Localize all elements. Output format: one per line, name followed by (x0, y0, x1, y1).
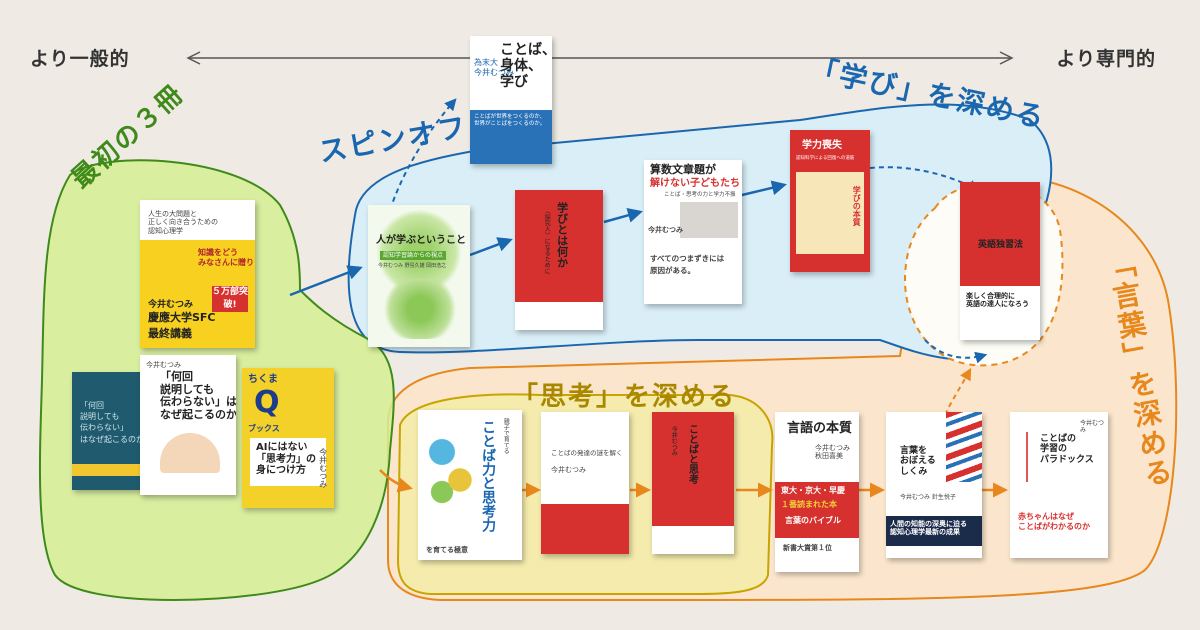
hito-leaves-lower (380, 279, 460, 339)
keio-title-line1: 慶應大学SFC (148, 311, 216, 324)
kotoba-shikou-author: 今井むつみ (670, 426, 678, 456)
sansu-tagline1: すべてのつまずきには (650, 254, 725, 263)
sansu-title1: 算数文章題が (650, 163, 716, 176)
book-chikuma[interactable]: ちくま Q ブックス AIにはない 「思考力」の 身につけ方 今井むつみ (242, 368, 334, 508)
hito-title: 人が学ぶということ (376, 235, 466, 246)
gengo-banner1: 東大・京大・早慶 (781, 486, 845, 495)
paradox-scribble (1018, 432, 1038, 482)
keio-title-line2: 最終講義 (148, 327, 192, 340)
oboeru-ribbons (946, 412, 982, 482)
paradox-tagline: 赤ちゃんはなぜ ことばがわかるのか (1018, 512, 1090, 531)
book-sansu-bunshoudai[interactable]: 算数文章題が 解けない子どもたち ことば・思考の力と学力不振 今井むつみ すべて… (644, 160, 742, 304)
book-kotoba-gakushuu-paradox[interactable]: 今井むつみ ことばの 学習の パラドックス 赤ちゃんはなぜ ことばがわかるのか (1010, 412, 1108, 558)
gakuryoku-sub: 認知科学による回復への道筋 (796, 156, 855, 161)
oboeru-authors: 今井むつみ 針生悦子 (900, 494, 956, 501)
kotoba-shintai-authors: 為末大 今井むつみ (474, 58, 514, 77)
manabi-nanika-footer (515, 302, 603, 330)
keio-top-text: 人生の大問題と 正しく向き合うための 認知心理学 (148, 210, 218, 235)
eigo-tagline: 楽しく合理的に 英語の達人になろう (966, 292, 1029, 309)
book-keio-sfc[interactable]: 人生の大問題と 正しく向き合うための 認知心理学 知識をどう みなさんに贈ります… (140, 200, 255, 348)
manabi-nanika-sub: 〈探究人〉になるために (543, 208, 551, 274)
kotobaryoku-sub: 親子で育てる (502, 418, 510, 454)
sansu-sub: ことば・思考の力と学力不振 (664, 192, 736, 198)
book-eigo-dokushuu[interactable]: 英語独習法 楽しく合理的に 英語の達人になろう (960, 182, 1040, 340)
eigo-red-top (960, 182, 1040, 286)
kotobaryoku-tagline: を育てる極意 (426, 546, 468, 554)
hattatsu-title: ことばの発達の謎を解く (551, 449, 623, 457)
nanka-dark-title: 「何回 説明しても 伝わらない」 はなぜ起こるのか？ (80, 401, 152, 444)
axis-general-label: より一般的 (30, 48, 130, 70)
book-kotoba-shintai-manabi[interactable]: ことば、 身体、 学び 為末大 今井むつみ ことばが世界をつくるのか、 世界がこ… (470, 36, 552, 164)
nanka-illustration (160, 433, 220, 473)
book-kotoba-hattatsu[interactable]: ことばの発達の謎を解く 今井むつみ (541, 412, 629, 554)
book-kotoba-to-shikou[interactable]: ことばと思考 今井むつみ (652, 412, 734, 554)
book-nanka-dark[interactable]: 「何回 説明しても 伝わらない」 はなぜ起こるのか？ (72, 372, 152, 490)
oboeru-tagline: 人間の知能の深奥に迫る 認知心理学最新の成果 (890, 520, 967, 537)
manabi-nanika-title: 学びとは何か (555, 202, 569, 268)
gengo-title: 言語の本質 (787, 421, 853, 436)
book-kotoba-oboeru-shikumi[interactable]: 言葉を おぼえる しくみ 今井むつみ 針生悦子 人間の知能の深奥に迫る 認知心理… (886, 412, 982, 558)
group-shikou-label: 「思考」を深める (512, 382, 737, 412)
nanka-author: 今井むつみ (146, 361, 181, 369)
sansu-tagline2: 原因がある。 (650, 266, 695, 275)
kotobaryoku-title: ことば力と思考力 (480, 420, 497, 532)
kotobaryoku-gears (424, 428, 484, 508)
chikuma-title: AIにはない 「思考力」の 身につけ方 (256, 442, 316, 476)
oboeru-title: 言葉を おぼえる しくみ (900, 446, 936, 477)
kotoba-shintai-band (470, 110, 552, 164)
sansu-photo (680, 202, 738, 238)
keio-badge: ５万部突破! (212, 286, 249, 312)
chikuma-series2: ブックス (248, 424, 280, 433)
gengo-award: 新書大賞第１位 (783, 544, 832, 552)
hattatsu-author: 今井むつみ (551, 466, 586, 474)
hito-authors: 今井むつみ 野島久雄 岡田浩之 (378, 263, 447, 269)
keio-body: 知識をどう みなさんに贈ります。 (198, 248, 255, 267)
chikuma-white-panel (250, 438, 326, 486)
book-gengo-no-honshitsu[interactable]: 言語の本質 今井むつみ 秋田喜美 東大・京大・早慶 １番読まれた本 言葉のバイブ… (775, 412, 859, 572)
chikuma-q: Q (254, 385, 280, 420)
book-hito-ga-manabu[interactable]: 人が学ぶということ 認知学習論からの視点 今井むつみ 野島久雄 岡田浩之 (368, 205, 470, 347)
kotoba-shikou-footer (652, 526, 734, 554)
book-kotobaryoku-shikouryoku[interactable]: 親子で育てる ことば力と思考力 を育てる極意 (418, 410, 522, 560)
book-nanka[interactable]: 今井むつみ 「何回 説明しても 伝わらない」は なぜ起こるのか？ (140, 355, 236, 495)
gakuryoku-tagline: 学びの本質 (852, 186, 863, 226)
hattatsu-red-band (541, 504, 629, 554)
book-gakuryoku-soushitsu[interactable]: 学力喪失 認知科学による回復への道筋 学びの本質 (790, 130, 870, 272)
gengo-banner2: １番読まれた本 (781, 500, 837, 509)
nanka-title: 「何回 説明しても 伝わらない」は なぜ起こるのか？ (160, 370, 236, 421)
chikuma-author: 今井むつみ (318, 448, 328, 488)
gengo-authors: 今井むつみ 秋田喜美 (815, 444, 850, 461)
paradox-title: ことばの 学習の パラドックス (1040, 434, 1094, 465)
kotoba-shikou-title: ことばと思考 (686, 424, 698, 484)
sansu-title2: 解けない子どもたち (650, 178, 740, 189)
kotoba-shintai-sub: ことばが世界をつくるのか、 世界がことばをつくるのか。 (474, 114, 546, 127)
eigo-title: 英語独習法 (978, 240, 1024, 250)
sansu-author: 今井むつみ (648, 226, 683, 234)
nanka-dark-band (72, 464, 152, 476)
gakuryoku-title: 学力喪失 (802, 140, 842, 151)
hito-sub: 認知学習論からの視点 (380, 251, 447, 261)
axis-specialized-label: より専門的 (1056, 48, 1156, 70)
chikuma-series: ちくま (248, 374, 278, 385)
book-manabi-towa-nanika[interactable]: 学びとは何か 〈探究人〉になるために (515, 190, 603, 330)
paradox-author: 今井むつみ (1080, 420, 1105, 435)
gengo-red-band (775, 482, 859, 538)
kotoba-shintai-title: ことば、 身体、 学び (500, 42, 552, 91)
oboeru-dark-band (886, 516, 982, 546)
gengo-banner3: 言葉のバイブル (785, 516, 841, 525)
gakuryoku-illustration (796, 172, 864, 254)
keio-author: 今井むつみ (148, 300, 194, 310)
